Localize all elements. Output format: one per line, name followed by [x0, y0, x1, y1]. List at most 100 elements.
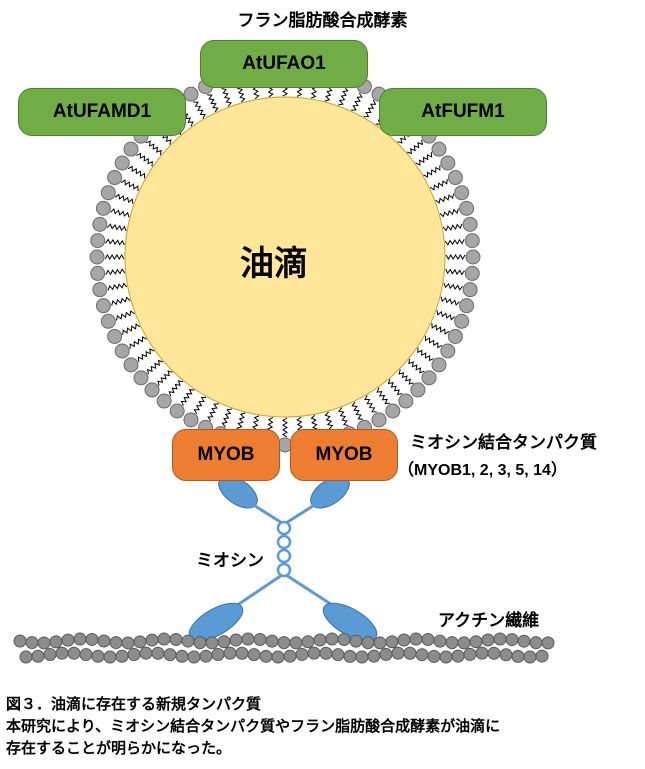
actin-bead	[385, 635, 399, 649]
lipid-head	[183, 86, 199, 102]
oil-droplet	[124, 96, 446, 418]
lipid-tail	[137, 348, 155, 362]
lipid-tail	[120, 179, 139, 191]
actin-bead	[103, 650, 117, 664]
lipid-tail	[443, 282, 463, 291]
lipid-tail	[116, 310, 135, 321]
actin-bead	[295, 647, 309, 661]
actin-bead	[55, 646, 69, 660]
actin-bead	[403, 646, 417, 660]
actin-bead	[469, 635, 483, 649]
oil-droplet-label: 油滴	[240, 244, 308, 284]
actin-bead	[283, 649, 297, 663]
lipid-head	[431, 141, 447, 157]
actin-bead	[541, 636, 555, 650]
actin-bead	[271, 650, 285, 664]
actin-bead	[319, 646, 333, 660]
lipid-head	[459, 298, 475, 314]
actin-bead	[349, 634, 363, 648]
actin-bead	[235, 646, 249, 660]
myosin-molecule	[188, 475, 378, 642]
actin-bead	[391, 646, 405, 660]
lipid-head	[385, 403, 401, 419]
actin-bead	[247, 648, 261, 662]
lipid-head	[133, 370, 149, 386]
lipid-head	[89, 249, 105, 265]
lipid-tail	[387, 378, 403, 396]
actin-bead	[463, 647, 477, 661]
lipid-tail	[193, 101, 206, 119]
caption-line-3: 存在することが明らかになった。	[6, 739, 232, 757]
actin-bead	[325, 632, 339, 646]
actin-bead	[511, 649, 525, 663]
lipid-head	[462, 216, 478, 232]
lipid-tail	[104, 254, 125, 260]
lipid-tail	[129, 336, 147, 349]
lipid-tail	[439, 208, 459, 218]
myosin-neck-right	[285, 502, 317, 525]
actin-bead	[211, 647, 225, 661]
actin-bead	[397, 633, 411, 647]
actin-bead	[79, 648, 93, 662]
actin-bead	[181, 634, 195, 648]
lipid-head	[440, 155, 456, 171]
lipid-head	[123, 357, 139, 373]
actin-bead	[187, 650, 201, 664]
actin-bead	[241, 632, 255, 646]
lipid-tail	[221, 408, 232, 428]
lipid-head	[95, 200, 111, 216]
lipid-tail	[398, 369, 414, 385]
actin-bead	[145, 633, 159, 647]
actin-bead	[499, 648, 513, 662]
actin-bead	[121, 636, 135, 650]
actin-bead	[49, 635, 63, 649]
actin-bead	[265, 634, 279, 648]
coiled-coil-loop	[276, 520, 292, 536]
actin-bead	[157, 632, 171, 646]
actin-bead	[379, 647, 393, 661]
lipid-tail	[338, 407, 349, 426]
actin-bead	[25, 636, 39, 650]
actin-bead	[115, 649, 129, 663]
lipid-head	[421, 370, 437, 386]
lipid-tail	[435, 193, 454, 204]
actin-bead	[421, 633, 435, 647]
actin-bead	[259, 649, 273, 663]
actin-bead	[535, 649, 549, 663]
actin-bead	[193, 636, 207, 650]
actin-bead	[229, 633, 243, 647]
lipid-tail	[351, 401, 363, 420]
caption-line-1: 図３．油滴に存在する新規タンパク質	[6, 695, 262, 713]
actin-bead	[505, 633, 519, 647]
lipid-head	[183, 412, 199, 428]
actin-bead	[97, 634, 111, 648]
lipid-tail	[107, 282, 128, 291]
lipid-head	[464, 265, 480, 281]
lipid-tail	[445, 268, 465, 276]
coiled-coil-loop	[276, 562, 292, 578]
lipid-tail	[110, 208, 130, 218]
actin-bead	[151, 646, 165, 660]
lipid-head	[459, 200, 475, 216]
lipid-tail	[114, 193, 134, 204]
lipid-head	[465, 249, 481, 265]
myosin-neck-left	[251, 502, 283, 525]
caption-line-2: 本研究により、ミオシン結合タンパク質やフラン脂肪酸合成酵素が油滴に	[6, 717, 501, 735]
lipid-head	[454, 313, 470, 329]
actin-bead	[331, 648, 345, 662]
lipid-head	[431, 357, 447, 373]
actin-bead	[133, 635, 147, 649]
lipid-head	[90, 233, 106, 249]
lipid-head	[398, 393, 414, 409]
lipid-tail	[424, 335, 443, 349]
lipid-head	[410, 382, 426, 398]
actin-bead	[217, 635, 231, 649]
lipid-tail	[221, 88, 232, 107]
actin-bead	[169, 632, 183, 646]
actin-bead	[175, 649, 189, 663]
coiled-coil-loop	[276, 548, 292, 564]
actin-bead	[337, 633, 351, 647]
lipid-tail	[445, 254, 466, 260]
lipid-head	[95, 298, 111, 314]
enzyme-box-atufamd1: AtUFAMD1	[18, 88, 186, 136]
